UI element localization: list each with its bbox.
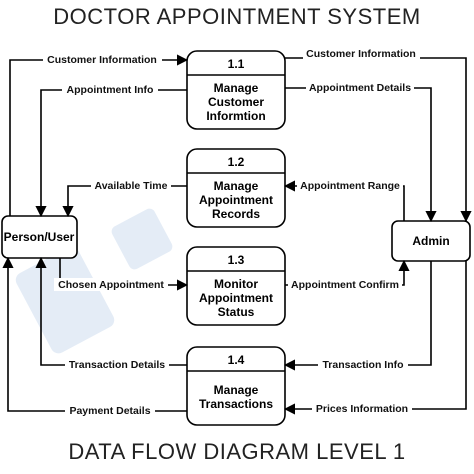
process-1-1-line-3: Informtion (206, 109, 265, 123)
process-1-2-line-3: Records (212, 207, 260, 221)
entity-person-user: Person/User (1, 215, 78, 259)
flow-appointment-info: Appointment Info (35, 83, 187, 218)
flow-prices-information: Prices Information (283, 261, 467, 415)
process-1-1-line-1: Manage (214, 81, 259, 95)
process-1-2-line-2: Appointment (199, 193, 273, 207)
flow-transaction-info-label: Transaction Info (322, 359, 403, 371)
flow-customer-information-in-label: Customer Information (47, 54, 157, 66)
flow-payment-details: Payment Details (2, 256, 187, 417)
process-1-4-line-2: Transactions (199, 397, 273, 411)
flow-appointment-range: Appointment Range (283, 179, 405, 221)
flow-appointment-info-label: Appointment Info (67, 84, 154, 96)
process-1-2-line-1: Manage (214, 179, 259, 193)
flow-transaction-info: Transaction Info (283, 261, 432, 371)
process-1-4: 1.4 Manage Transactions (186, 346, 286, 426)
process-1-2-id: 1.2 (228, 155, 245, 169)
flow-prices-information-label: Prices Information (316, 403, 408, 415)
flow-available-time: Available Time (62, 179, 187, 218)
process-1-3-id: 1.3 (228, 253, 245, 267)
process-1-1: 1.1 Manage Customer Informtion (186, 50, 286, 130)
flow-transaction-details-label: Transaction Details (69, 359, 165, 371)
flow-chosen-appointment: Chosen Appointment (54, 258, 189, 291)
diagram-footer: DATA FLOW DIAGRAM LEVEL 1 (68, 439, 405, 464)
process-1-1-line-2: Customer (208, 95, 264, 109)
flow-customer-information-out-label: Customer Information (306, 48, 416, 60)
flow-appointment-details-label: Appointment Details (309, 82, 411, 94)
process-1-3-line-2: Appointment (199, 291, 273, 305)
process-1-3-line-1: Monitor (214, 277, 258, 291)
process-1-4-line-1: Manage (214, 383, 259, 397)
flow-payment-details-label: Payment Details (69, 405, 150, 417)
process-1-4-id: 1.4 (228, 353, 245, 367)
flow-chosen-appointment-label: Chosen Appointment (58, 279, 164, 291)
entity-admin-label: Admin (412, 234, 449, 248)
entity-person-user-label: Person/User (4, 230, 75, 244)
process-1-3: 1.3 Monitor Appointment Status (186, 246, 286, 326)
process-1-2: 1.2 Manage Appointment Records (186, 148, 286, 228)
flow-customer-information-out: Customer Information (285, 47, 472, 223)
process-1-3-line-3: Status (218, 305, 255, 319)
entity-admin: Admin (391, 220, 471, 262)
process-1-1-id: 1.1 (228, 57, 245, 71)
diagram-title: DOCTOR APPOINTMENT SYSTEM (53, 4, 420, 29)
flow-appointment-details: Appointment Details (285, 81, 437, 223)
flow-customer-information-in: Customer Information (9, 53, 189, 216)
flow-transaction-details: Transaction Details (35, 256, 187, 371)
flow-appointment-confirm: Appointment Confirm (285, 259, 410, 291)
flow-appointment-confirm-label: Appointment Confirm (291, 279, 399, 291)
flow-appointment-range-label: Appointment Range (300, 180, 400, 192)
flow-available-time-label: Available Time (95, 180, 168, 192)
